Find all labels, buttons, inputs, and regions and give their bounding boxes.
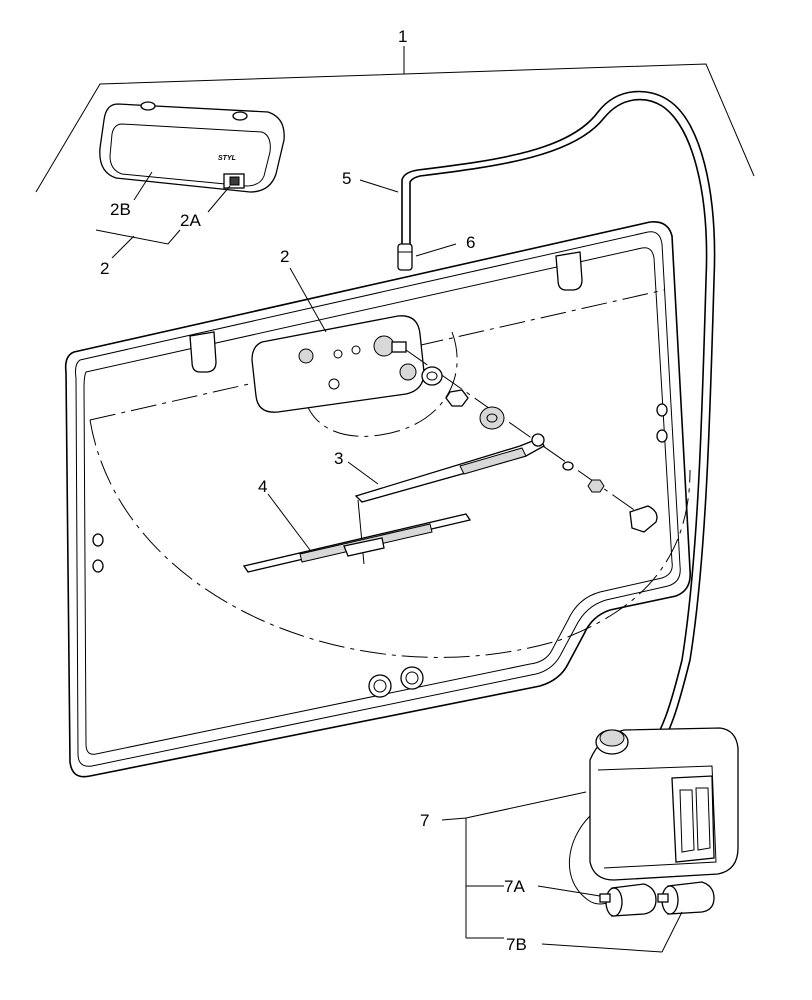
- spindle-hardware: [405, 349, 658, 533]
- callout-2b: 2B: [110, 200, 131, 219]
- callout-4: 4: [258, 477, 267, 496]
- callout-6: 6: [466, 233, 475, 252]
- wiper-motor: [251, 315, 425, 413]
- washer-nozzle: [397, 243, 413, 271]
- callout-3: 3: [334, 449, 343, 468]
- assembly-bracket: [35, 46, 755, 193]
- callout-1: 1: [398, 27, 407, 46]
- wiper-blade: [242, 513, 472, 573]
- callout-5: 5: [342, 169, 351, 188]
- brand-mark: STYL: [218, 155, 236, 162]
- callout-2-motor: 2: [280, 247, 289, 266]
- washer-reservoir: [568, 727, 739, 905]
- callout-2-lower: 2: [100, 259, 109, 278]
- callout-7: 7: [420, 811, 429, 830]
- callout-2a: 2A: [180, 211, 201, 230]
- rear-window-frame: [64, 220, 692, 778]
- washer-hose: [401, 90, 716, 761]
- washer-pump-7b: [657, 881, 715, 915]
- interior-light-assembly: STYL: [99, 101, 285, 193]
- wiper-arm: [354, 433, 545, 565]
- callout-7a: 7A: [504, 877, 525, 896]
- callout-7b: 7B: [506, 935, 527, 954]
- washer-pump-7a: [599, 883, 657, 917]
